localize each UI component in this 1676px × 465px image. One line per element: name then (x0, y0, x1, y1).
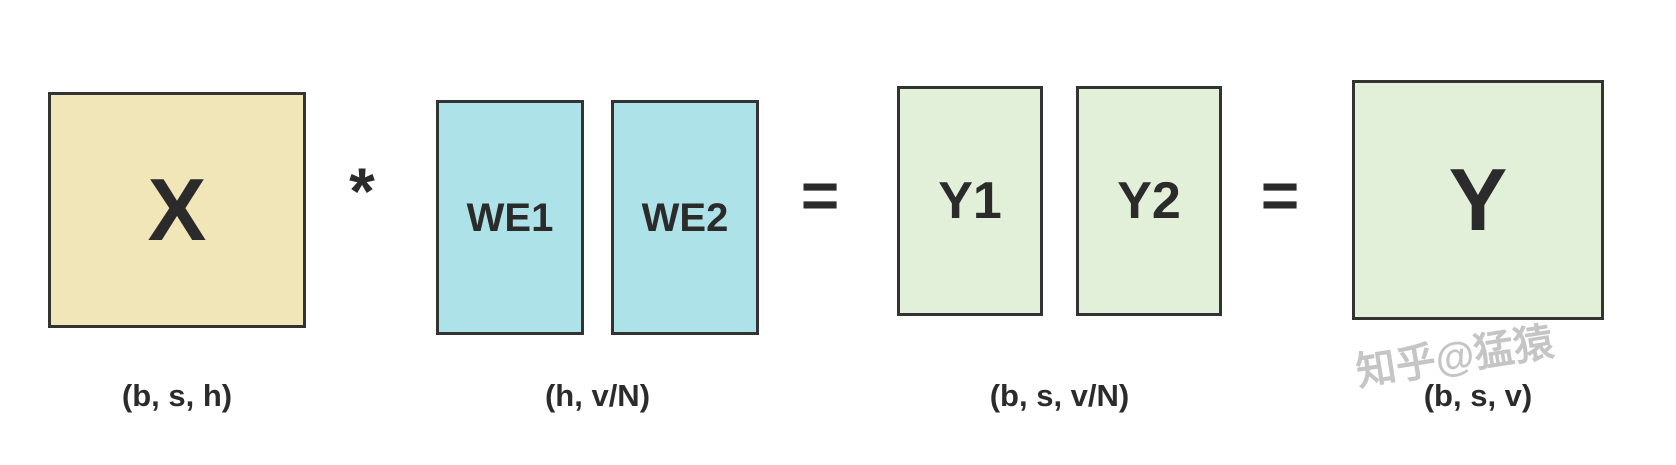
matrix-y1-label: Y1 (938, 172, 1002, 230)
matrix-y2-box: Y2 (1076, 86, 1222, 316)
matrix-we2-box: WE2 (611, 100, 759, 335)
matrix-y-box: Y (1352, 80, 1604, 320)
matrix-x-box: X (48, 92, 306, 328)
matrix-we2-label: WE2 (641, 195, 729, 240)
matrix-y2-label: Y2 (1117, 172, 1181, 230)
equals-operator-1: = (800, 158, 840, 232)
matrix-we1-label: WE1 (466, 195, 554, 240)
matrix-y1-box: Y1 (897, 86, 1043, 316)
matrix-y-label: Y (1448, 150, 1508, 249)
dim-label-y-split: (b, s, v/N) (989, 378, 1130, 413)
matrix-x-label: X (147, 160, 207, 259)
matrix-we1-box: WE1 (436, 100, 584, 335)
equals-operator-2: = (1260, 158, 1300, 232)
dim-label-we: (h, v/N) (544, 378, 651, 413)
dim-label-y: (b, s, v) (1423, 378, 1533, 413)
multiply-operator: * (349, 154, 375, 228)
dim-label-x: (b, s, h) (121, 378, 233, 413)
